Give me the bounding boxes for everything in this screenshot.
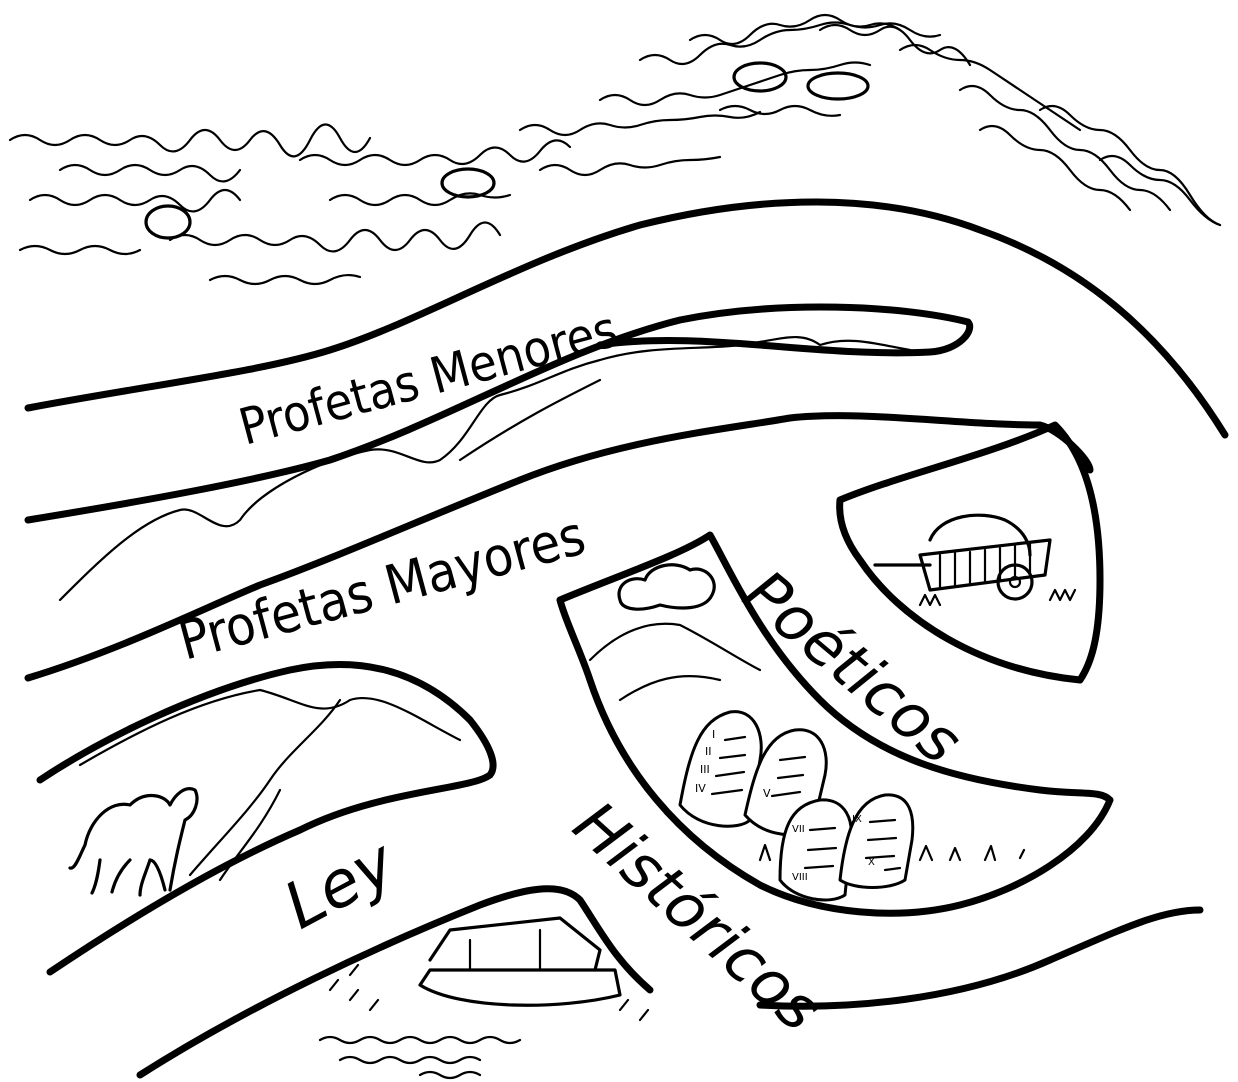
label-profetas-menores: Profetas Menores [233,300,623,457]
tablet-numeral: III [700,763,710,776]
mountains-icon [78,688,462,767]
mountains-icon [58,335,912,602]
ley-landscape [68,688,462,897]
tablet-numeral: II [705,745,712,758]
road-lines [24,198,1229,1079]
tablet-numeral: V [763,787,771,800]
tablet-numeral: X [868,857,875,868]
cart-icon [873,513,1077,607]
tablet-numeral: VIII [792,872,808,883]
tablet-numeral: IV [695,782,706,795]
tablet-numeral: I [712,728,715,741]
tablets-icon: I II III IV V VII VIII IX X [678,710,1026,902]
tablet-numeral: VII [792,824,805,835]
clouds-icon [8,13,1222,286]
camel-icon [68,787,199,897]
label-ley: Ley [273,825,408,944]
cloud-icon [617,563,716,611]
tablet-numeral: IX [852,814,862,825]
label-profetas-mayores: Profetas Mayores [172,504,592,673]
mountain-line [588,622,762,672]
ark-icon [318,916,650,1080]
